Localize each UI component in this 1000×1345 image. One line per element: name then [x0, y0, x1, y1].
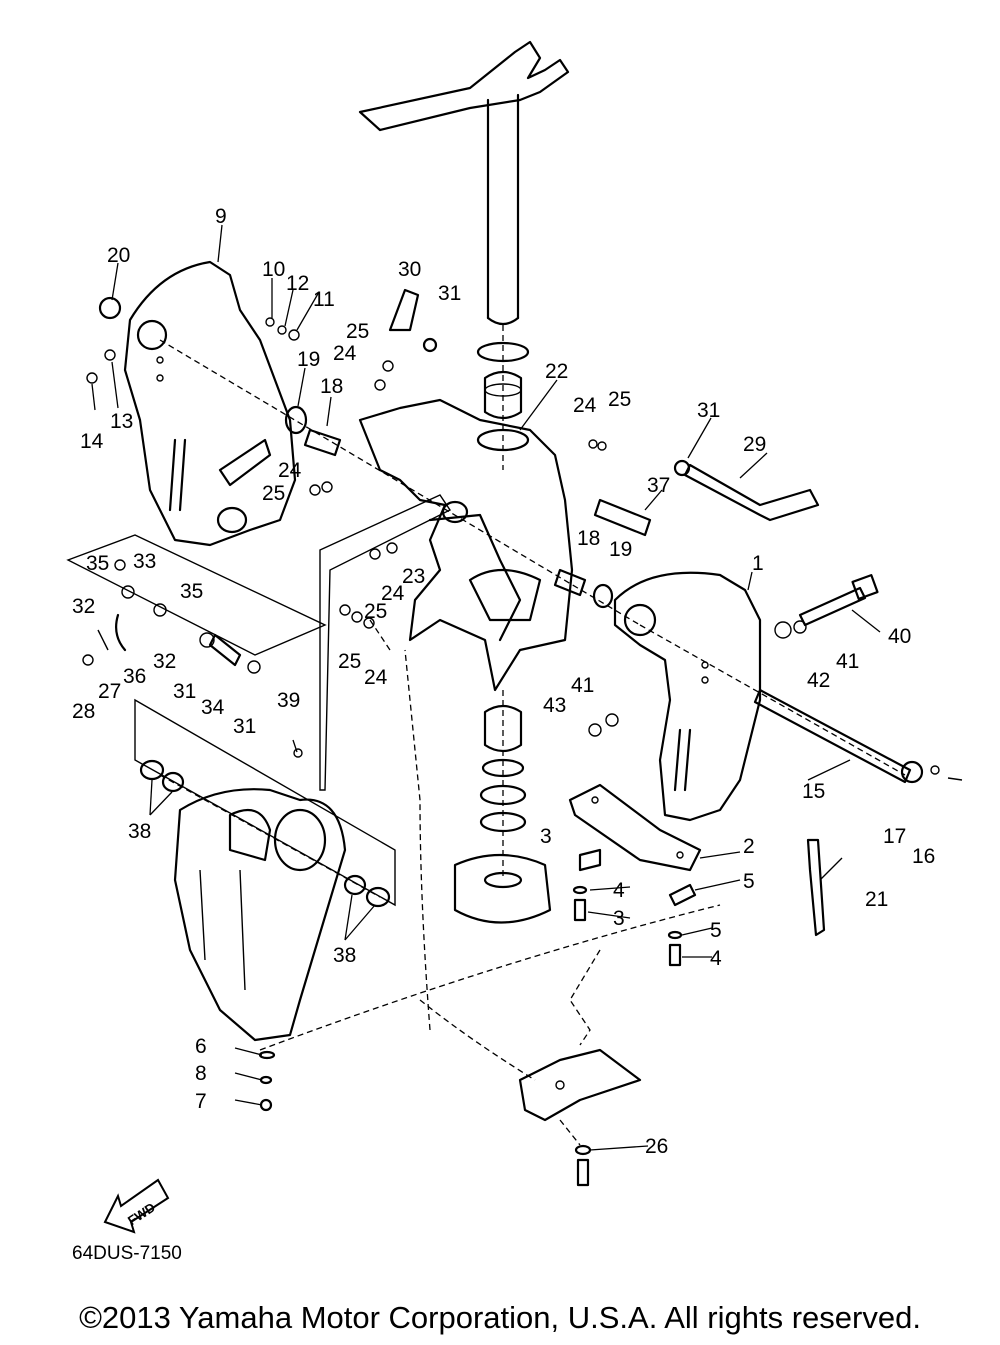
callout-label: 16 [912, 845, 935, 868]
callout-label: 15 [802, 780, 825, 803]
callout-label: 24 [364, 666, 388, 689]
callout-label: 2 [743, 835, 755, 858]
clamp-bracket-left [123, 260, 297, 547]
callout-label: 12 [286, 272, 309, 295]
callout-label: 20 [107, 244, 130, 267]
callout-label: 3 [540, 825, 552, 848]
callout-label: 24 [573, 394, 597, 417]
callout-label: 9 [215, 205, 227, 228]
callout-label: 6 [195, 1035, 207, 1058]
callout-label: 13 [110, 410, 133, 433]
fwd-arrow-icon: FWD [103, 1178, 170, 1234]
callout-label: 31 [233, 715, 256, 738]
callout-label: 38 [128, 820, 151, 843]
callout-label: 38 [333, 944, 356, 967]
callout-label: 1 [752, 552, 764, 575]
through-tube [753, 688, 924, 784]
callout-label: 19 [297, 348, 320, 371]
anode-plate [518, 1048, 642, 1122]
callout-label: 23 [402, 565, 425, 588]
callout-label: 35 [86, 552, 109, 575]
callout-label: 5 [743, 870, 755, 893]
callout-label: 18 [577, 527, 600, 550]
swivel-bracket [358, 398, 574, 692]
callout-label: 7 [195, 1090, 207, 1113]
plate-2 [568, 783, 702, 872]
clamp-bracket-right [613, 571, 762, 822]
callout-label: 33 [133, 550, 156, 573]
callout-label: 17 [883, 825, 906, 848]
callout-label: 11 [313, 288, 335, 311]
callout-label: 31 [173, 680, 196, 703]
callout-label: 10 [262, 258, 285, 281]
callout-label: 29 [743, 433, 766, 456]
callout-label: 4 [613, 879, 625, 902]
callout-label: 25 [364, 600, 387, 623]
callout-label: 35 [180, 580, 203, 603]
callout-label: 24 [278, 459, 302, 482]
steering-handle [358, 40, 570, 326]
callout-label: 28 [72, 700, 95, 723]
callout-label: 31 [697, 399, 720, 422]
diagram-code: 64DUS-7150 [72, 1243, 182, 1264]
callout-label: 21 [865, 888, 888, 911]
callout-label: 27 [98, 680, 121, 703]
callout-label: 24 [381, 582, 405, 605]
callout-label: 37 [647, 474, 670, 497]
callout-label: 30 [398, 258, 421, 281]
callout-label: 25 [262, 482, 285, 505]
copyright-notice: ©2013 Yamaha Motor Corporation, U.S.A. A… [79, 1300, 921, 1335]
callout-label: 41 [571, 674, 594, 697]
callout-label: 3 [613, 907, 625, 930]
callout-label: 26 [645, 1135, 668, 1158]
callout-label: 42 [807, 669, 830, 692]
callout-label: 40 [888, 625, 911, 648]
callout-label: 18 [320, 375, 343, 398]
callout-label: 34 [201, 696, 225, 719]
callout-label: 32 [153, 650, 176, 673]
callout-label: 36 [123, 665, 146, 688]
callout-label: 4 [710, 947, 722, 970]
callout-label: 32 [72, 595, 95, 618]
power-trim-unit [173, 788, 347, 1042]
callout-label: 41 [836, 650, 859, 673]
upper-bushing [476, 341, 530, 420]
lower-bushing [479, 704, 527, 833]
callout-label: 25 [608, 388, 631, 411]
callout-label: 43 [543, 694, 566, 717]
callout-label: 25 [346, 320, 369, 343]
callout-label: 19 [609, 538, 632, 561]
callout-label: 22 [545, 360, 568, 383]
callout-label: 39 [277, 689, 300, 712]
callout-label: 31 [438, 282, 461, 305]
callout-label: 25 [338, 650, 361, 673]
callout-label: 5 [710, 919, 722, 942]
callout-label: 14 [80, 430, 104, 453]
lower-mount [453, 853, 552, 924]
callout-label: 8 [195, 1062, 207, 1085]
callout-label: 24 [333, 342, 357, 365]
